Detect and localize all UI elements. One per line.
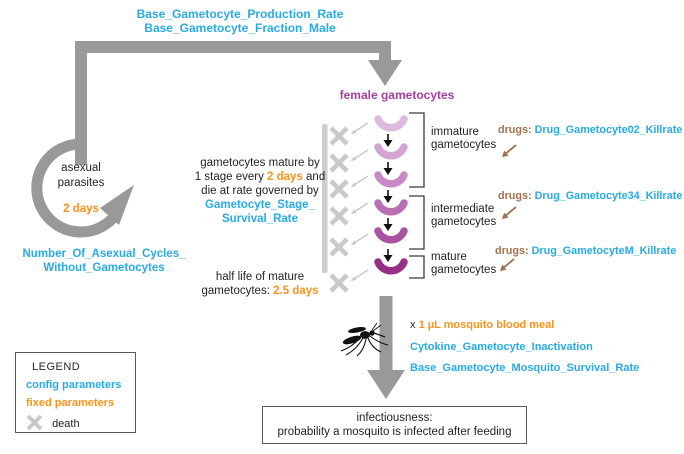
legend-config-parameters: config parameters bbox=[26, 379, 122, 391]
half-life-line2: gametocytes: 2.5 days bbox=[185, 284, 335, 298]
infectiousness-line1: infectiousness: bbox=[356, 412, 433, 424]
asexual-label-line2: parasites bbox=[57, 177, 105, 189]
maturation-line2-pre: 1 stage every bbox=[194, 171, 268, 183]
legend-box: LEGEND config parameters fixed parameter… bbox=[15, 352, 136, 433]
infectiousness-box: infectiousness: probability a mosquito i… bbox=[262, 406, 527, 444]
legend-death-label: death bbox=[52, 418, 80, 430]
stage-transition-arrow bbox=[382, 217, 394, 232]
drug-row-34: drugs: Drug_Gametocyte34_Killrate bbox=[498, 190, 682, 203]
drugs-label: drugs: bbox=[498, 124, 532, 136]
asexual-cycles-param-line2: Without_Gametocytes bbox=[43, 262, 165, 274]
legend-death-row: death bbox=[26, 414, 80, 431]
legend-title: LEGEND bbox=[32, 361, 81, 373]
stage-transition-arrow bbox=[382, 248, 394, 263]
stage-transition-arrow bbox=[382, 189, 394, 204]
legend-fixed-parameters: fixed parameters bbox=[26, 397, 115, 409]
death-x-icons bbox=[331, 123, 368, 291]
asexual-cycle-arrow bbox=[31, 138, 134, 238]
production-flow-arrow bbox=[75, 41, 402, 165]
maturation-line3: die at rate governed by bbox=[201, 185, 319, 197]
stage-survival-param-line1: Gametocyte_Stage_ bbox=[205, 199, 315, 211]
drug-target-arrow-icon bbox=[501, 206, 517, 220]
stage-bracket bbox=[409, 112, 425, 188]
gametocyte-stage-crescent bbox=[378, 203, 404, 212]
asexual-parasites-label: asexual parasites bbox=[36, 161, 126, 191]
stage-mature-line2: gametocytes bbox=[431, 264, 497, 276]
half-life-fixed-param: 2.5 days bbox=[273, 285, 319, 297]
mosquito-icon bbox=[340, 322, 389, 357]
blood-meal-multiplier: x bbox=[410, 319, 419, 331]
drug-gametocyte02-killrate-param: Drug_Gametocyte02_Killrate bbox=[534, 124, 683, 136]
stage-intermediate-line1: intermediate bbox=[431, 203, 495, 215]
stage-label-intermediate: intermediate gametocytes bbox=[431, 203, 496, 229]
drugs-label: drugs: bbox=[495, 245, 529, 257]
drug-gametocyte34-killrate-param: Drug_Gametocyte34_Killrate bbox=[534, 190, 683, 202]
death-divider-bar bbox=[322, 124, 328, 273]
stage-brackets bbox=[409, 112, 425, 279]
asexual-cycles-param-line1: Number_Of_Asexual_Cycles_ bbox=[22, 248, 186, 260]
maturation-line2-post: and bbox=[302, 171, 326, 183]
asexual-cycle-duration: 2 days bbox=[63, 203, 99, 215]
death-x-icon bbox=[26, 414, 43, 431]
stage-mature-line1: mature bbox=[431, 251, 467, 263]
feeding-flow-arrow bbox=[367, 296, 405, 399]
drug-row-m: drugs: Drug_GametocyteM_Killrate bbox=[495, 245, 676, 258]
stage-survival-param-line2: Survival_Rate bbox=[221, 213, 299, 225]
maturation-note: gametocytes mature by 1 stage every 2 da… bbox=[185, 156, 335, 226]
half-life-note: half life of mature gametocytes: 2.5 day… bbox=[185, 270, 335, 298]
blood-meal-fixed-param: 1 µL mosquito blood meal bbox=[418, 319, 555, 331]
gametocyte-stage-crescent bbox=[378, 147, 404, 156]
cytokine-inactivation-param: Cytokine_Gametocyte_Inactivation bbox=[410, 341, 593, 353]
blood-meal-row: x 1 µL mosquito blood meal bbox=[410, 319, 554, 332]
stage-bracket bbox=[409, 195, 425, 250]
stage-bracket bbox=[409, 255, 425, 279]
infectiousness-line2: probability a mosquito is infected after… bbox=[277, 426, 512, 438]
mosquito-survival-param: Base_Gametocyte_Mosquito_Survival_Rate bbox=[410, 362, 640, 374]
stage-transition-arrow bbox=[382, 133, 394, 148]
stage-label-mature: mature gametocytes bbox=[431, 251, 496, 277]
death-x-icon bbox=[331, 150, 368, 171]
half-life-line1: half life of mature bbox=[215, 271, 305, 283]
stage-immature-line1: immature bbox=[431, 126, 479, 138]
maturation-line2: 1 stage every 2 days and bbox=[185, 170, 335, 184]
drug-row-02: drugs: Drug_Gametocyte02_Killrate bbox=[498, 124, 682, 137]
production-rate-param: Base_Gametocyte_Production_Rate bbox=[136, 7, 344, 21]
drug-target-arrow-icon bbox=[501, 144, 517, 158]
maturation-days-fixed-param: 2 days bbox=[267, 171, 303, 183]
drugs-label: drugs: bbox=[498, 190, 532, 202]
death-x-icon bbox=[331, 176, 368, 197]
stage-label-immature: immature gametocytes bbox=[431, 126, 496, 152]
gametocyte-stage-crescent bbox=[378, 262, 404, 271]
stage-immature-line2: gametocytes bbox=[431, 139, 497, 151]
death-x-icon bbox=[331, 203, 368, 224]
stage-transition-arrow bbox=[382, 161, 394, 176]
stage-intermediate-line2: gametocytes bbox=[431, 216, 497, 228]
gametocyte-stage-crescent bbox=[378, 231, 404, 240]
gametocyte-stage-crescent bbox=[378, 175, 404, 184]
gametocyte-stage-crescent bbox=[378, 119, 404, 128]
death-x-icon bbox=[331, 270, 368, 291]
asexual-cycles-param: Number_Of_Asexual_Cycles_ Without_Gameto… bbox=[8, 247, 200, 275]
drug-target-arrow-icon bbox=[499, 258, 515, 272]
fraction-male-param: Base_Gametocyte_Fraction_Male bbox=[144, 21, 336, 35]
death-x-icon bbox=[331, 234, 368, 255]
female-gametocytes-label: female gametocytes bbox=[339, 88, 455, 102]
maturation-line1: gametocytes mature by bbox=[200, 157, 320, 169]
half-life-line2-pre: gametocytes: bbox=[201, 285, 274, 297]
drug-gametocytem-killrate-param: Drug_GametocyteM_Killrate bbox=[531, 245, 677, 257]
death-x-icon bbox=[331, 123, 368, 144]
asexual-label-line1: asexual bbox=[61, 162, 101, 174]
